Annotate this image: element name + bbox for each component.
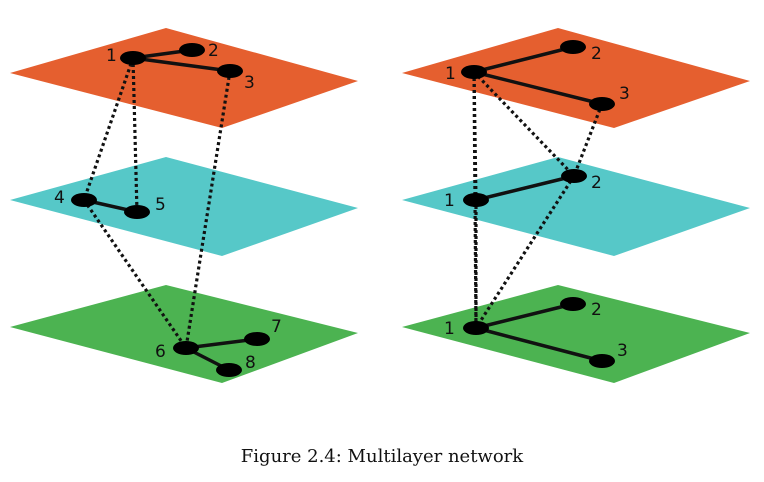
left-network: 1 2 3 4 5 6 7 8: [10, 28, 358, 383]
right-top-node-3-label: 3: [619, 84, 630, 104]
left-top-edge-1-3: [132, 56, 231, 73]
figure-caption: Figure 2.4: Multilayer network: [240, 446, 524, 467]
left-node-8: [216, 363, 242, 377]
right-top-node-1: [461, 65, 487, 79]
right-top-node-2: [560, 40, 586, 54]
left-node-4: [71, 193, 97, 207]
left-node-8-label: 8: [245, 353, 256, 373]
right-interlayer-edge-middle2-bottom1: [474, 175, 576, 329]
left-node-2-label: 2: [208, 41, 219, 61]
left-node-1: [120, 51, 146, 65]
right-top-node-2-label: 2: [591, 44, 602, 64]
right-middle-node-2-label: 2: [591, 173, 602, 193]
left-node-3: [217, 64, 243, 78]
right-middle-edge-1-2: [475, 174, 575, 202]
right-layer-middle-plane: [402, 157, 750, 256]
left-node-7-label: 7: [271, 317, 282, 337]
right-bottom-node-3-label: 3: [617, 341, 628, 361]
right-bottom-node-1: [463, 321, 489, 335]
right-bottom-edge-1-3: [475, 326, 603, 363]
left-layer-middle-plane: [10, 157, 358, 256]
right-layer-top-plane: [402, 28, 750, 128]
left-layer-top-plane: [10, 28, 358, 128]
left-layer-bottom-plane: [10, 285, 358, 383]
right-top-node-1-label: 1: [445, 64, 456, 84]
left-node-5-label: 5: [155, 195, 166, 215]
multilayer-network-diagram: 1 2 3 4 5 6 7 8: [10, 28, 750, 383]
left-node-6-label: 6: [155, 342, 166, 362]
right-bottom-node-3: [589, 354, 615, 368]
left-interlayer-edge-1-5: [131, 57, 139, 213]
left-interlayer-edge-1-4: [82, 57, 135, 201]
left-node-7: [244, 332, 270, 346]
left-node-3-label: 3: [244, 73, 255, 93]
right-middle-node-1: [463, 193, 489, 207]
right-network: 1 2 3 1 2 1 2 3: [402, 28, 750, 383]
left-interlayer-edge-3-6: [184, 70, 232, 349]
right-middle-node-1-label: 1: [444, 191, 455, 211]
left-node-4-label: 4: [54, 188, 65, 208]
right-top-edge-1-3: [473, 70, 603, 106]
right-interlayer-edge-top3-middle2: [572, 103, 604, 177]
right-bottom-node-2-label: 2: [591, 300, 602, 320]
right-top-edge-1-2: [473, 45, 574, 74]
left-node-5: [124, 205, 150, 219]
right-interlayer-edge-top1-middle2: [472, 70, 576, 178]
right-middle-node-2: [561, 169, 587, 183]
right-top-node-3: [589, 97, 615, 111]
right-bottom-node-2: [560, 297, 586, 311]
left-node-2: [179, 43, 205, 57]
left-node-1-label: 1: [106, 46, 117, 66]
left-node-6: [173, 341, 199, 355]
right-bottom-node-1-label: 1: [444, 319, 455, 339]
right-bottom-edge-1-2: [475, 302, 574, 330]
